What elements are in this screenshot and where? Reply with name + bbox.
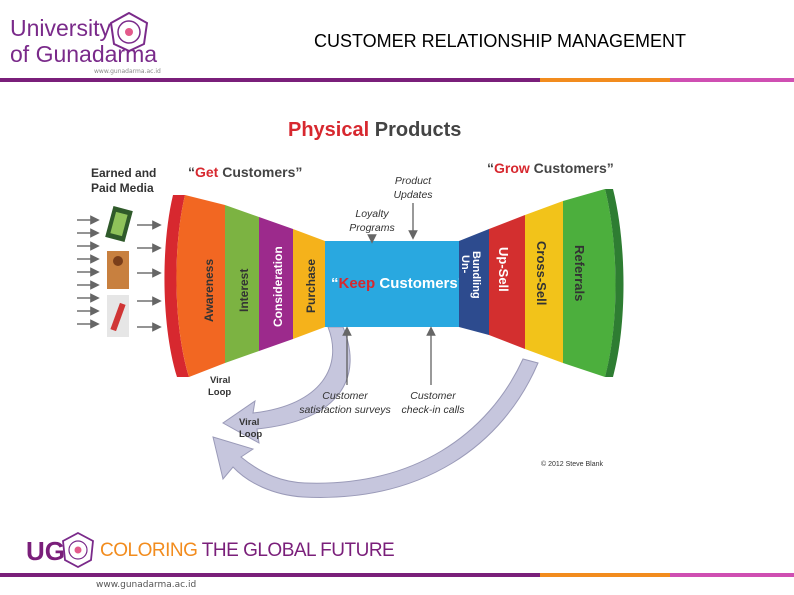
header-bar-purple (0, 78, 540, 82)
funnel-label-upsell: Up-Sell (496, 247, 511, 292)
loyalty-programs-line2: Programs (349, 222, 395, 234)
header-url: www.gunadarma.ac.id (94, 68, 161, 75)
earned-media-line2: Paid Media (91, 181, 154, 195)
diagram-title: Physical Products (288, 119, 461, 141)
diagram-copyright: © 2012 Steve Blank (541, 460, 603, 468)
grow-customers-label: “Grow Customers” (487, 160, 614, 176)
grow-word: Grow (494, 160, 530, 176)
footer-bar-orange (540, 573, 670, 577)
keep-word: Keep (339, 275, 376, 292)
funnel-label-unbundling-1: Un- (459, 255, 471, 274)
funnel-label-awareness: Awareness (202, 259, 216, 322)
header-bar-orange (540, 78, 670, 82)
viral-loop-1-line1: Viral (210, 375, 230, 386)
keep-customers-band (325, 241, 463, 327)
expansion-funnel: Un- Bundling Up-Sell Cross-Sell Referral… (459, 189, 624, 377)
funnel-upsell (489, 215, 525, 349)
footer-bar-purple (0, 573, 540, 577)
university-name-line1: University (10, 15, 111, 41)
product-updates-line2: Updates (393, 189, 433, 201)
product-updates-line1: Product (395, 175, 432, 187)
funnel-label-purchase: Purchase (304, 259, 318, 313)
loyalty-programs-line1: Loyalty (355, 208, 389, 220)
slide-title: CUSTOMER RELATIONSHIP MANAGEMENT (314, 31, 687, 51)
funnel-crosssell (525, 201, 563, 363)
get-word: Get (195, 164, 219, 180)
funnel-diagram: Physical Products Earned and Paid Media (73, 105, 630, 515)
keep-customers-label: “Keep Customers” (331, 275, 465, 292)
funnel-rim-right (605, 189, 624, 377)
footer-logo: UG COLORING THE GLOBAL FUTURE (26, 532, 395, 572)
people-image-icon (107, 251, 129, 289)
funnel-label-referrals: Referrals (572, 245, 587, 301)
funnel-rim-left (164, 195, 189, 377)
footer-tagline: COLORING THE GLOBAL FUTURE (100, 540, 395, 562)
diagram-title-physical: Physical (288, 119, 369, 141)
footer-ug: UG (26, 536, 65, 566)
checkin-calls-line1: Customer (410, 390, 456, 402)
checkin-calls-line2: check-in calls (401, 404, 465, 416)
earned-media-line1: Earned and (91, 166, 156, 180)
funnel-diagram-svg: Physical Products Earned and Paid Media (77, 119, 624, 498)
media-arrows-icon (77, 215, 162, 332)
media-thumbnails (105, 205, 133, 337)
viral-loop-1-line2: Loop (208, 387, 231, 398)
funnel-label-crosssell: Cross-Sell (534, 241, 549, 305)
funnel-unbundling (459, 229, 489, 335)
funnel-interest (225, 205, 259, 363)
funnel-consideration (259, 217, 293, 351)
acquisition-funnel: Awareness Interest Consideration Purchas… (164, 195, 325, 377)
footer-bar-pink (670, 573, 794, 577)
funnel-label-unbundling-2: Bundling (470, 251, 482, 299)
footer-url: www.gunadarma.ac.id (96, 580, 197, 590)
viral-loop-large-arrow (212, 358, 539, 498)
university-seal-icon (109, 12, 149, 52)
funnel-awareness (176, 195, 225, 377)
footer-seal-icon (62, 532, 94, 568)
viral-loop-2-line1: Viral (239, 417, 259, 428)
university-name-line2: of Gunadarma (10, 41, 158, 67)
funnel-label-consideration: Consideration (271, 246, 285, 327)
viral-loop-small-arrow (222, 326, 351, 444)
funnel-purchase (293, 229, 325, 339)
header-bar-pink (670, 78, 794, 82)
footer-coloring: COLORING (100, 540, 198, 561)
viral-loop-2-line2: Loop (239, 429, 262, 440)
satisfaction-surveys-line2: satisfaction surveys (299, 404, 391, 416)
get-customers-label: “Get Customers” (188, 164, 302, 180)
satisfaction-surveys-line1: Customer (322, 390, 368, 402)
funnel-label-interest: Interest (237, 269, 251, 312)
funnel-referrals (563, 189, 616, 377)
footer-global-future: THE GLOBAL FUTURE (197, 540, 395, 561)
university-logo: University of Gunadarma www.gunadarma.ac… (10, 12, 161, 78)
diagram-title-products: Products (369, 119, 461, 141)
